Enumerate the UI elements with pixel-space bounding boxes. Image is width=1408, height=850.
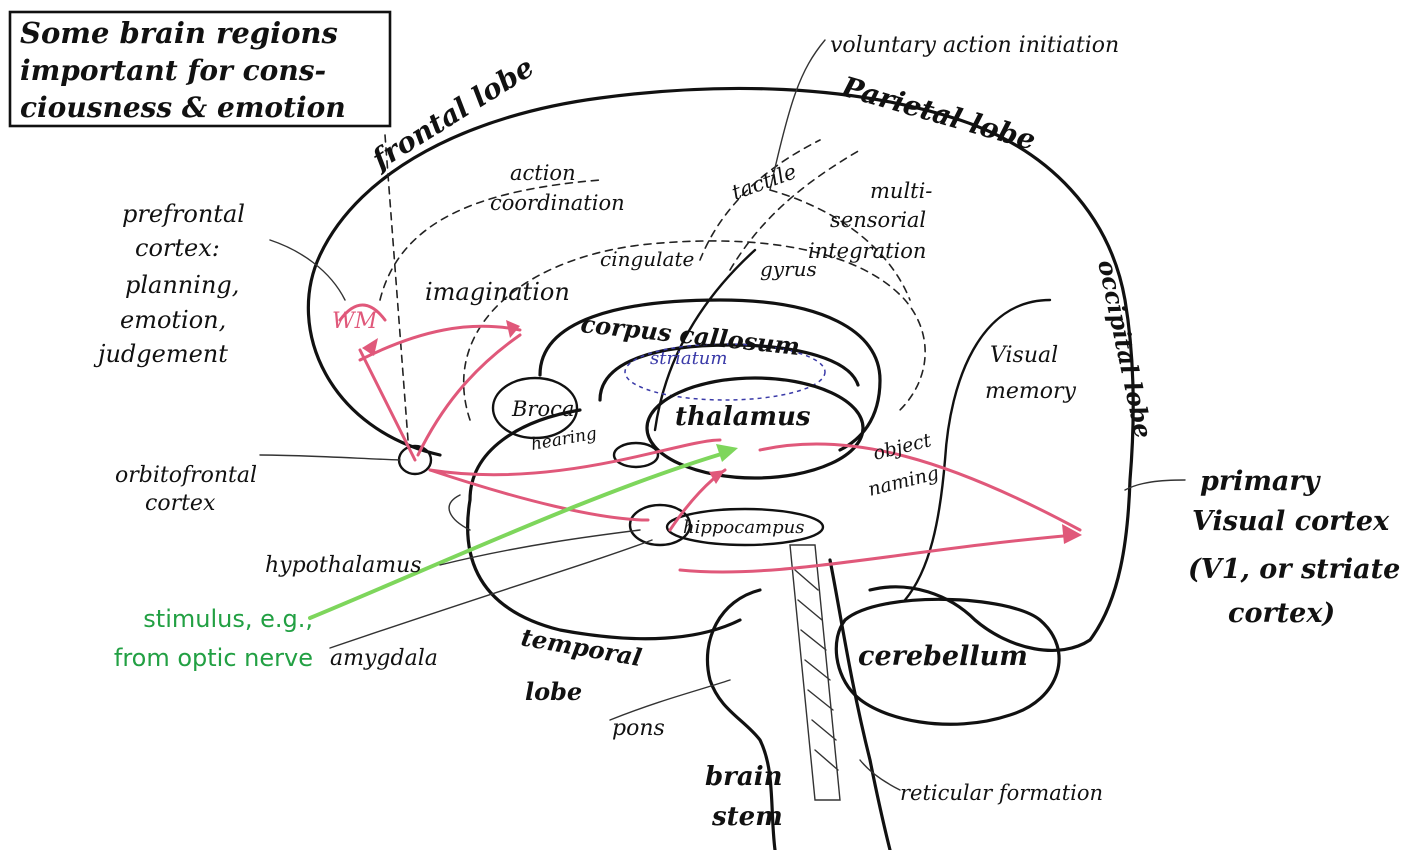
orbitofrontal-label-1: orbitofrontal bbox=[115, 463, 257, 488]
stimulus-line-1: stimulus, e.g., bbox=[8, 600, 313, 639]
hearing-region bbox=[614, 443, 658, 467]
hearing-label: hearing bbox=[529, 424, 598, 455]
primary-visual-label-4: cortex) bbox=[1228, 598, 1335, 629]
broca-label: Broca bbox=[511, 397, 574, 421]
voluntary-action-label: voluntary action initiation bbox=[830, 33, 1119, 58]
primary-visual-label-1: primary bbox=[1200, 466, 1322, 497]
reticular-formation-hatch bbox=[790, 545, 840, 800]
primary-visual-label-3: (V1, or striate bbox=[1188, 554, 1400, 585]
amygdala-label: amygdala bbox=[330, 646, 438, 671]
occipital-lobe-label: occipital lobe bbox=[1092, 257, 1158, 441]
prefrontal-label-3: planning, bbox=[125, 271, 239, 299]
pons-label: pons bbox=[612, 716, 665, 741]
naming-label: naming bbox=[866, 462, 941, 501]
imagination-label: imagination bbox=[425, 278, 570, 306]
lobe-label: lobe bbox=[525, 677, 582, 706]
orbitofrontal-label-2: cortex bbox=[145, 491, 216, 516]
striatum-label: striatum bbox=[650, 348, 727, 369]
memory-label: memory bbox=[985, 379, 1077, 404]
prefrontal-label-5: judgement bbox=[93, 340, 228, 368]
prefrontal-label-4: emotion, bbox=[120, 306, 226, 334]
cerebellum-label: cerebellum bbox=[858, 641, 1028, 672]
stimulus-arrowhead bbox=[716, 444, 738, 462]
hypothalamus-label: hypothalamus bbox=[265, 553, 422, 578]
tactile-label: tactile bbox=[729, 159, 800, 204]
title-line-3: ciousness & emotion bbox=[20, 91, 346, 124]
stimulus-arrow bbox=[310, 452, 728, 618]
sensorial-label: sensorial bbox=[830, 208, 926, 232]
coordination-label: coordination bbox=[490, 191, 625, 215]
thalamus-label: thalamus bbox=[675, 402, 811, 432]
gyrus-label: gyrus bbox=[760, 257, 817, 281]
stem-label: stem bbox=[711, 802, 783, 832]
parietal-lobe-label: Parietal lobe bbox=[837, 70, 1039, 157]
wm-label: WM bbox=[332, 309, 378, 334]
brain-label: brain bbox=[705, 762, 783, 792]
title-line-1: Some brain regions bbox=[20, 16, 338, 50]
title-line-2: important for cons- bbox=[20, 54, 326, 87]
cingulate-label: cingulate bbox=[600, 247, 694, 271]
frontal-dashed bbox=[385, 135, 408, 440]
temporal-label: temporal bbox=[519, 622, 644, 672]
stimulus-caption: stimulus, e.g., from optic nerve bbox=[8, 600, 313, 678]
visual-label: Visual bbox=[990, 343, 1058, 368]
integration-label: integration bbox=[808, 239, 926, 263]
prefrontal-label-2: cortex: bbox=[135, 234, 220, 262]
prefrontal-label-1: prefrontal bbox=[122, 200, 245, 228]
hippocampus-label: hippocampus bbox=[683, 517, 804, 538]
reticular-formation-label: reticular formation bbox=[900, 781, 1103, 805]
action-label: action bbox=[510, 161, 576, 185]
primary-visual-label-2: Visual cortex bbox=[1192, 506, 1390, 537]
multi-label: multi- bbox=[870, 179, 932, 203]
object-label: object bbox=[871, 429, 934, 465]
amygdala-region bbox=[630, 505, 690, 545]
stimulus-line-2: from optic nerve bbox=[8, 639, 313, 678]
